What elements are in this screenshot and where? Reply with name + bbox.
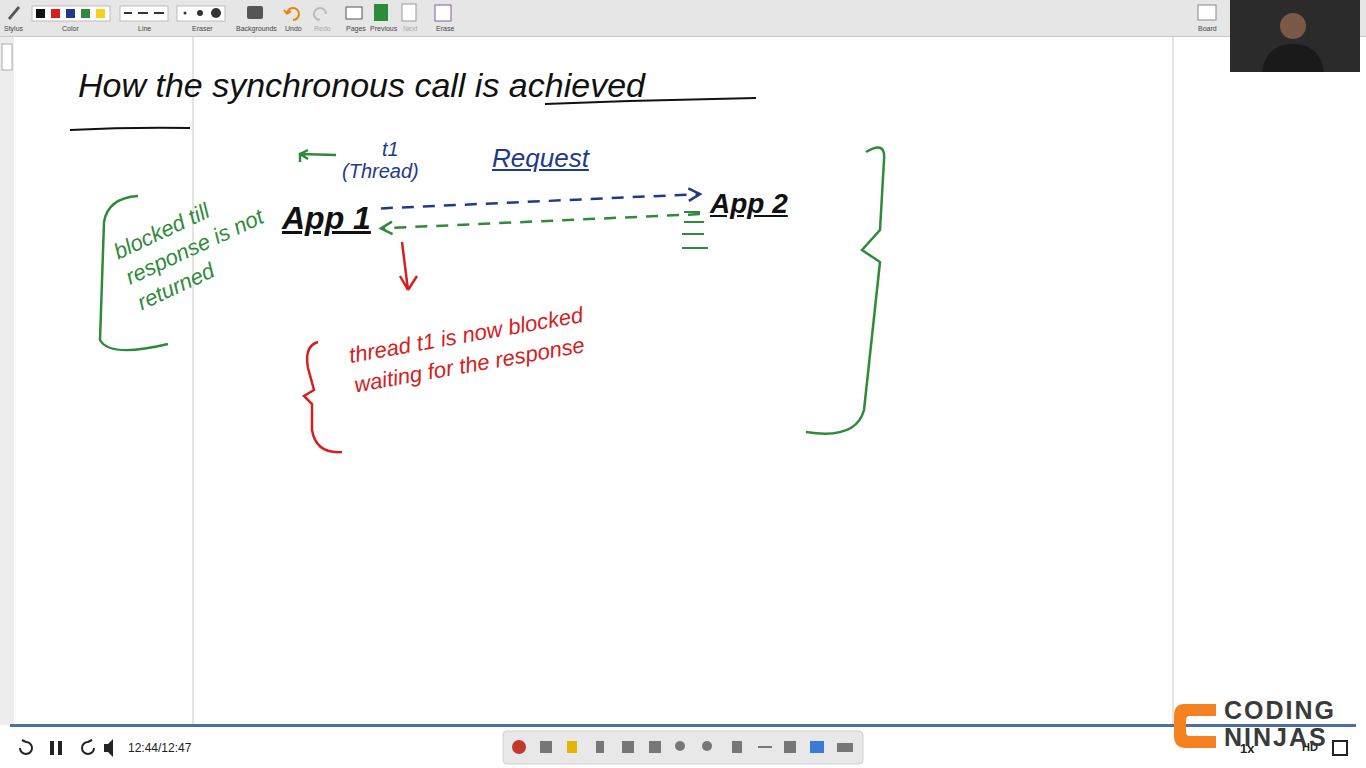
redo-icon (314, 8, 326, 20)
color-swatch (36, 9, 45, 18)
progress-bar (10, 724, 1356, 727)
arrow-head (381, 222, 393, 234)
next-icon (402, 4, 416, 21)
board-title: How the synchronous call is achieved (78, 66, 645, 105)
line-widths (124, 12, 164, 14)
toolbar-label: Eraser (192, 25, 213, 32)
toolbar (0, 0, 1366, 36)
eraser-picker (177, 6, 225, 21)
app-label-node: App 2 (708, 186, 790, 222)
thread-label: (Thread) (342, 160, 419, 183)
stylus-icon (8, 6, 20, 20)
fullscreen-icon (1333, 741, 1347, 755)
color-swatch (66, 9, 75, 18)
presenter-head (1280, 13, 1306, 39)
color-swatch (96, 9, 105, 18)
pause-icon (50, 741, 54, 755)
presenter-body (1262, 44, 1324, 72)
connector-line (381, 194, 700, 208)
bracket (806, 148, 884, 434)
toolbar-label: Stylus (4, 25, 23, 32)
annotation-tools (512, 740, 853, 754)
page-margin (192, 37, 194, 724)
color-swatch (81, 9, 90, 18)
page-margin (1172, 37, 1174, 724)
replay-icon (20, 740, 32, 754)
toolbar-border (0, 36, 1366, 37)
time-display: 12:44/12:47 (128, 741, 191, 755)
eraser-size (211, 8, 221, 18)
pointer-arrow (300, 150, 336, 162)
eraser-size (197, 10, 203, 16)
connector (381, 188, 700, 208)
eraser-size (184, 12, 187, 15)
toolbar-label: Backgrounds (236, 25, 277, 32)
annotation-toolbar (503, 731, 863, 764)
underline (70, 128, 190, 130)
toolbar-label: Board (1198, 25, 1217, 32)
toolbar-label: Redo (314, 25, 331, 32)
note: blocked till response is not returned (109, 177, 280, 317)
toolbar-icons (8, 4, 1216, 21)
logo-text: CODING NINJAS (1224, 697, 1356, 751)
toolbar-label: Previous (370, 25, 397, 32)
color-swatch (51, 9, 60, 18)
toolbar-label: Undo (285, 25, 302, 32)
color-palette (32, 6, 110, 21)
backgrounds-icon (247, 6, 263, 19)
pages-icon (346, 7, 362, 19)
toolbar-label: Erase (436, 25, 454, 32)
side-panel (0, 37, 14, 725)
undo-icon (284, 8, 299, 20)
logo-mark (1174, 704, 1216, 748)
connector-line (381, 214, 700, 228)
toolbar-label: Next (403, 25, 417, 32)
arrow-head (688, 188, 700, 200)
control-bar (0, 727, 1366, 768)
board-icon (1198, 5, 1216, 20)
pause-icon (58, 741, 62, 755)
pointer-arrow (400, 242, 417, 290)
node-text: App 2 (710, 188, 788, 220)
connector (381, 214, 700, 234)
forward-icon (82, 740, 94, 754)
previous-icon (374, 4, 388, 21)
app-label-node: App 1 (280, 198, 373, 239)
volume-icon (104, 739, 113, 757)
toolbar-label: Pages (346, 25, 366, 32)
thread-name: t1 (382, 138, 399, 161)
edge-label: Request (490, 143, 591, 174)
line-picker (120, 6, 168, 21)
webcam-frame (1230, 0, 1360, 72)
toolbar-label: Line (138, 25, 151, 32)
bracket (304, 342, 342, 452)
erase-icon (435, 5, 451, 21)
toolbar-label: Color (62, 25, 79, 32)
node-text: App 1 (282, 200, 371, 237)
tick-marks (682, 212, 708, 248)
note: thread t1 is now blocked waiting for the… (347, 300, 594, 401)
side-tab (2, 44, 12, 70)
